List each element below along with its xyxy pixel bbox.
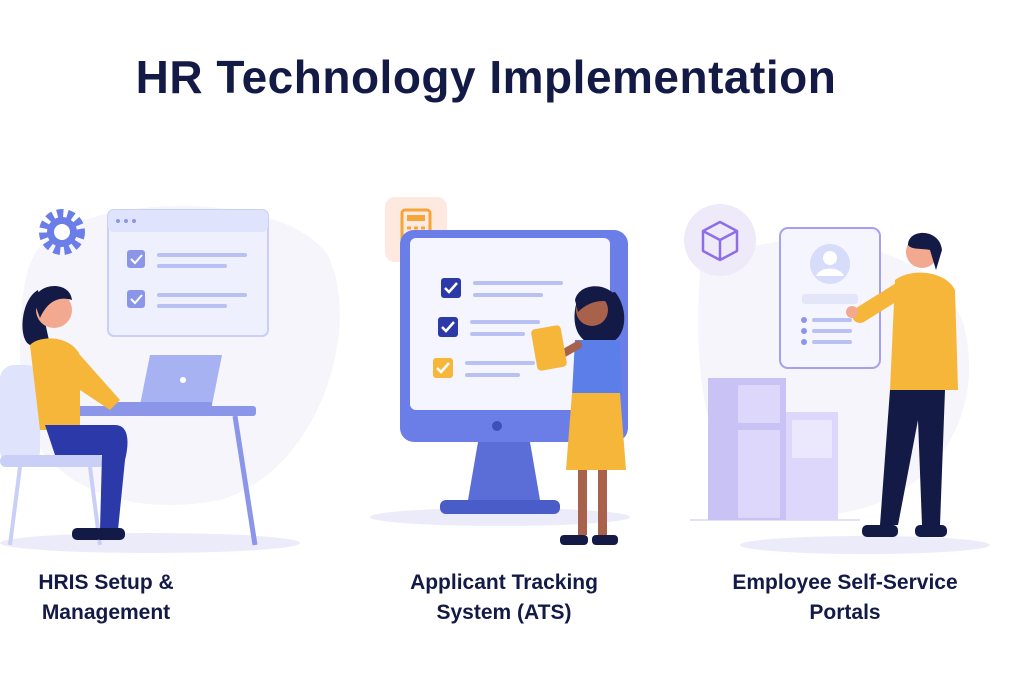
laptop-icon: [110, 355, 222, 407]
caption-line: System (ATS): [436, 601, 572, 624]
self-service-illustration: [684, 204, 990, 554]
cube-icon: [684, 204, 756, 276]
caption-hris: HRIS Setup & Management: [0, 568, 256, 628]
checklist-window: [107, 209, 269, 337]
ats-illustration: [370, 197, 630, 545]
caption-line: Management: [41, 601, 171, 624]
floor-shadow: [370, 508, 630, 526]
caption-ats: Applicant Tracking System (ATS): [354, 568, 654, 628]
checkbox-icon: [127, 250, 145, 268]
person-seated: [22, 285, 128, 540]
gear-icon: [39, 209, 85, 255]
caption-line: HRIS Setup &: [38, 571, 174, 594]
calculator-icon: [531, 325, 567, 371]
caption-self-service: Employee Self-Service Portals: [695, 568, 995, 628]
page-title: HR Technology Implementation: [135, 51, 837, 103]
hris-illustration: [0, 206, 340, 553]
caption-line: Employee Self-Service: [732, 571, 958, 594]
floor-shadow: [740, 536, 990, 554]
person-standing: [531, 286, 626, 545]
desk: [70, 406, 258, 546]
checkbox-icon: [127, 290, 145, 308]
caption-line: Applicant Tracking: [410, 571, 598, 594]
profile-card: [779, 227, 881, 369]
filing-cabinets: [708, 378, 838, 520]
person-pointing: [846, 232, 958, 537]
caption-line: Portals: [809, 601, 881, 624]
